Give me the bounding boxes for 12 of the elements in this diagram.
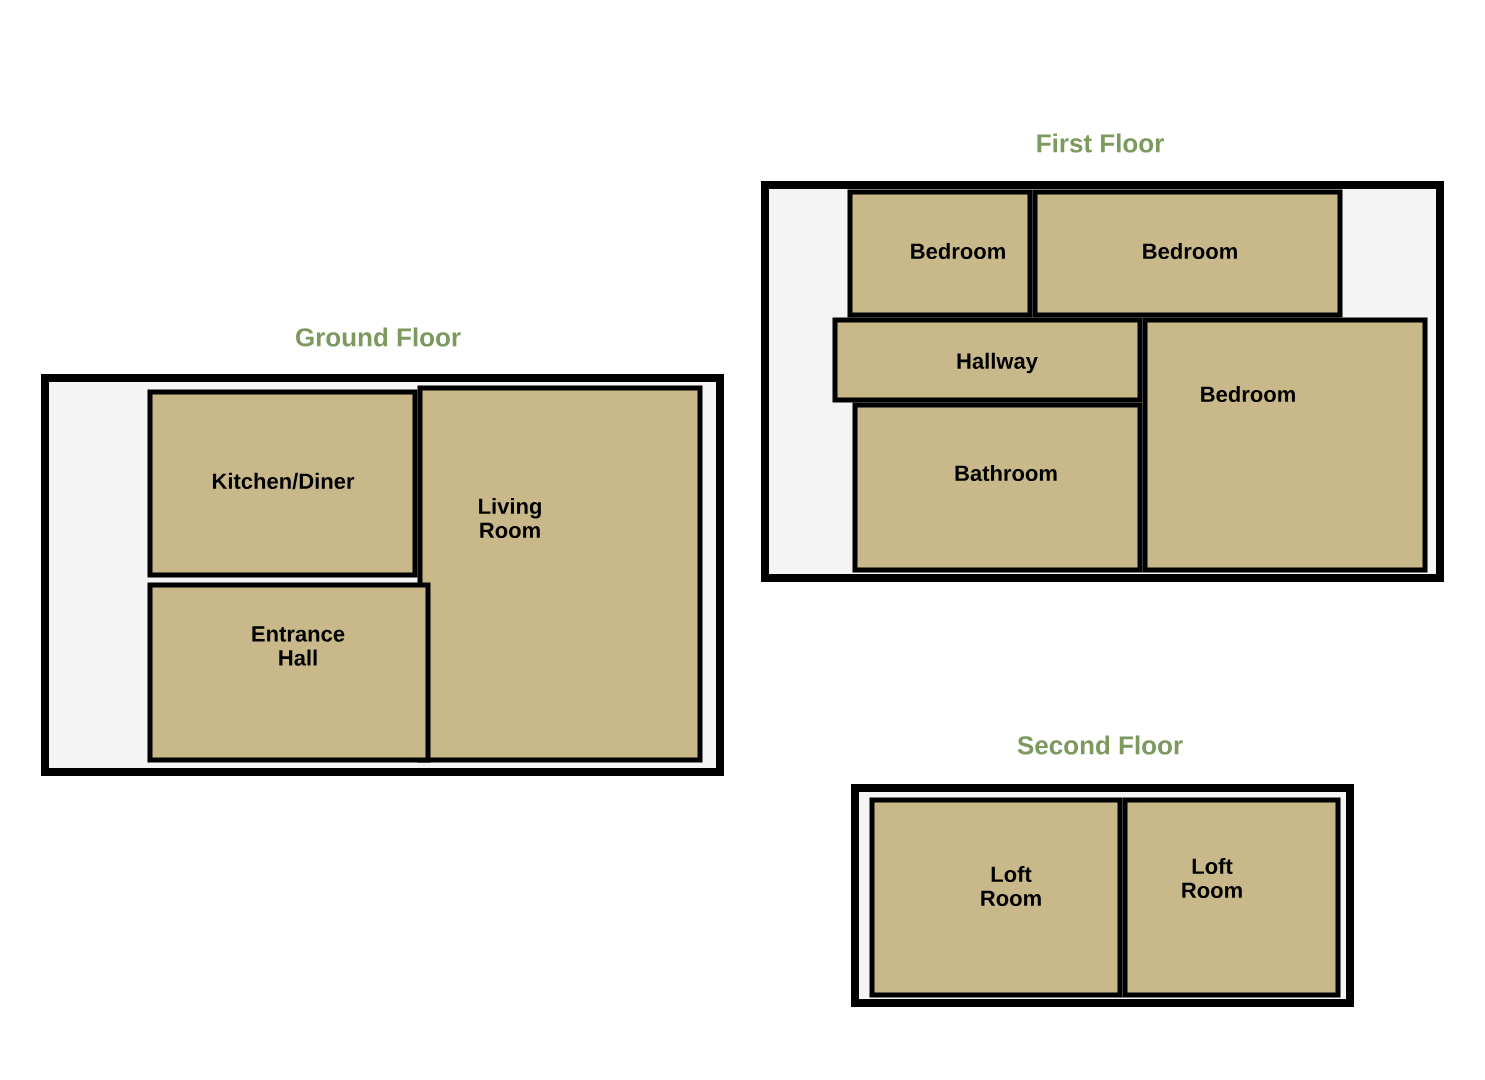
- room: Loft Room: [1122, 797, 1341, 998]
- room: Kitchen/Diner: [147, 389, 418, 578]
- node-label: Second Floor: [1017, 735, 1183, 755]
- room: Bedroom: [847, 189, 1033, 318]
- room: Bedroom: [1142, 317, 1428, 573]
- room: Bathroom: [852, 402, 1143, 573]
- room: Entrance Hall: [147, 582, 431, 763]
- room: Bedroom: [1032, 189, 1343, 318]
- node-label: First Floor: [1037, 133, 1164, 153]
- node-label: Ground Floor: [296, 327, 461, 347]
- room: Loft Room: [869, 797, 1123, 998]
- room: Hallway: [832, 317, 1143, 403]
